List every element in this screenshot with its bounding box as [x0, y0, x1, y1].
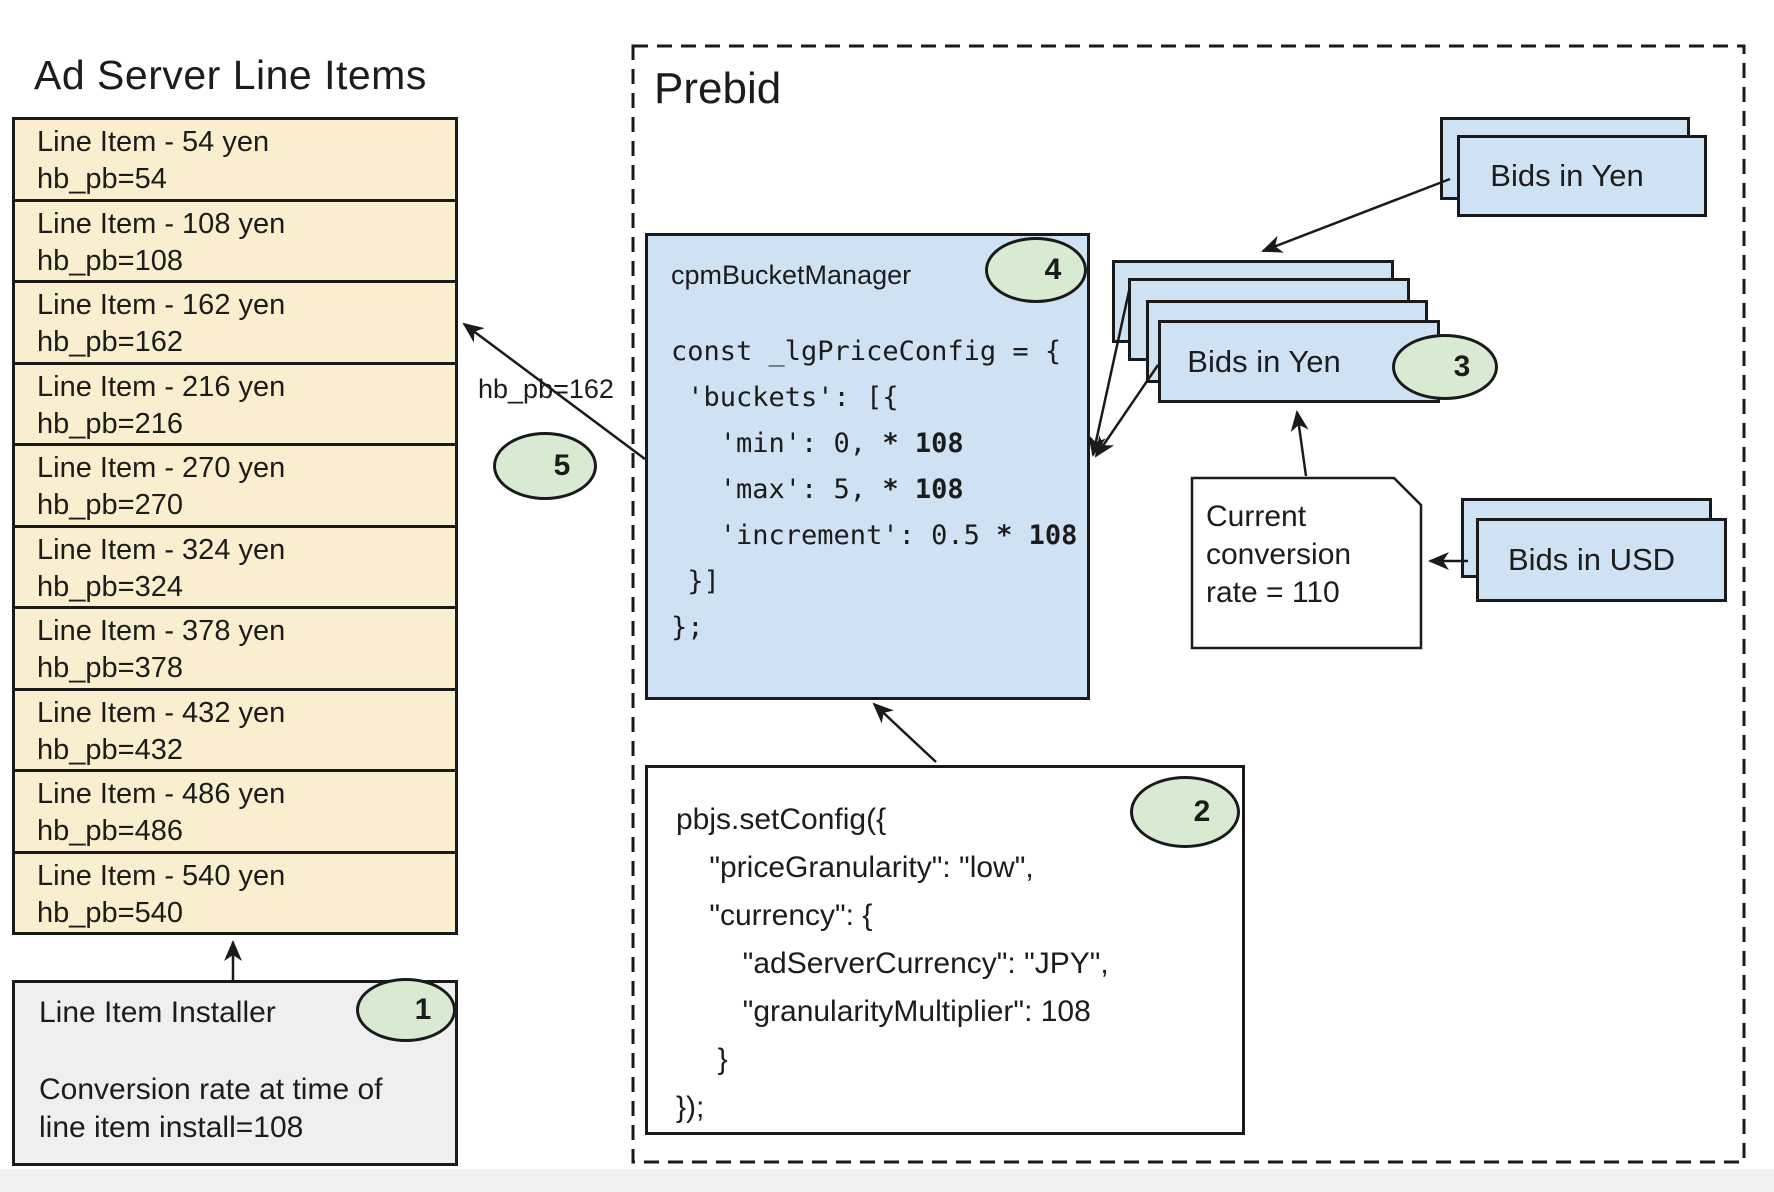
line-item-key: hb_pb=324 — [37, 570, 183, 603]
line-item-name: Line Item - 54 yen — [37, 126, 270, 158]
step-badge-3: 3 — [1392, 334, 1498, 400]
line-item-row: Line Item - 486 yen hb_pb=486 — [15, 772, 455, 854]
line-item-row: Line Item - 270 yen hb_pb=270 — [15, 446, 455, 528]
line-item-name: Line Item - 108 yen — [37, 207, 286, 240]
line-item-name: Line Item - 324 yen — [37, 533, 286, 566]
step-badge-2: 2 — [1130, 776, 1240, 848]
line-item-row: Line Item - 162 yen hb_pb=162 — [15, 283, 455, 365]
line-item-row: Line Item - 54 yen hb_pb=54 — [15, 120, 455, 202]
installer-note-line1: Conversion rate at time of — [39, 1073, 383, 1106]
line-item-row: Line Item - 108 yen hb_pb=108 — [15, 202, 455, 283]
line-item-row: Line Item - 540 yen hb_pb=540 — [15, 854, 455, 933]
line-item-name: Line Item - 486 yen — [37, 778, 286, 810]
code-line: "adServerCurrency": "JPY", — [676, 947, 1109, 980]
bids-in-yen-incoming-card: Bids in Yen — [1457, 135, 1707, 217]
line-item-key: hb_pb=540 — [37, 896, 183, 929]
conversion-note-line1: Current — [1206, 500, 1307, 533]
code-line: pbjs.setConfig({ — [676, 803, 887, 836]
line-item-name: Line Item - 540 yen — [37, 859, 286, 892]
cpm-bucket-manager-box: cpmBucketManager const _lgPriceConfig = … — [645, 233, 1090, 700]
code-line: } — [676, 1043, 728, 1076]
line-item-table: Line Item - 54 yen hb_pb=54 Line Item - … — [12, 117, 458, 935]
line-item-name: Line Item - 432 yen — [37, 696, 286, 729]
line-item-key: hb_pb=378 — [37, 652, 183, 684]
conversion-note-line3: rate = 110 — [1206, 576, 1340, 609]
bids-in-usd-card: Bids in USD — [1476, 518, 1727, 602]
cpm-bucket-manager-label: cpmBucketManager — [671, 260, 912, 290]
installer-note: Conversion rate at time of line item ins… — [39, 1071, 383, 1147]
conversion-note-text: Current conversion rate = 110 — [1206, 498, 1416, 612]
code-line: }; — [671, 612, 704, 643]
footer-strip — [0, 1169, 1774, 1192]
conversion-note-line2: conversion — [1206, 538, 1352, 571]
line-item-name: Line Item - 216 yen — [37, 370, 286, 403]
set-config-code: pbjs.setConfig({ "priceGranularity": "lo… — [676, 796, 1109, 1132]
line-item-row: Line Item - 324 yen hb_pb=324 — [15, 528, 455, 609]
hb-pb-arrow-label: hb_pb=162 — [478, 374, 614, 404]
code-line: 'max': 5, * 108 — [671, 474, 964, 505]
line-item-key: hb_pb=54 — [37, 163, 167, 195]
line-item-key: hb_pb=216 — [37, 407, 183, 440]
line-item-key: hb_pb=108 — [37, 244, 183, 277]
line-item-key: hb_pb=162 — [37, 326, 183, 358]
code-line: const _lgPriceConfig = { — [671, 336, 1062, 367]
line-item-key: hb_pb=270 — [37, 489, 183, 521]
step-badge-4: 4 — [985, 237, 1087, 303]
line-item-key: hb_pb=486 — [37, 815, 183, 847]
line-item-name: Line Item - 270 yen — [37, 452, 286, 484]
line-item-row: Line Item - 432 yen hb_pb=432 — [15, 691, 455, 772]
step-badge-5: 5 — [493, 432, 597, 500]
code-line: "priceGranularity": "low", — [676, 851, 1034, 884]
line-item-key: hb_pb=432 — [37, 733, 183, 766]
ad-server-title: Ad Server Line Items — [34, 52, 427, 98]
cpm-bucket-manager-code: const _lgPriceConfig = { 'buckets': [{ '… — [671, 329, 1077, 651]
arrow-yen-incoming-to-yen-stack — [1261, 177, 1451, 253]
arrow-note-to-yen-stack — [1290, 410, 1309, 477]
step-badge-1: 1 — [356, 978, 456, 1042]
code-line: "currency": { — [676, 899, 873, 932]
code-line: 'increment': 0.5 * 108 — [671, 520, 1078, 551]
line-item-row: Line Item - 216 yen hb_pb=216 — [15, 365, 455, 446]
code-line: 'min': 0, * 108 — [671, 428, 964, 459]
code-line: 'buckets': [{ — [671, 382, 899, 413]
line-item-name: Line Item - 378 yen — [37, 615, 286, 647]
code-line: }); — [676, 1091, 705, 1124]
line-item-name: Line Item - 162 yen — [37, 289, 286, 321]
code-line: }] — [671, 566, 720, 597]
line-item-row: Line Item - 378 yen hb_pb=378 — [15, 609, 455, 691]
installer-title: Line Item Installer — [39, 996, 276, 1029]
code-line: "granularityMultiplier": 108 — [676, 995, 1091, 1028]
installer-note-line2: line item install=108 — [39, 1111, 304, 1144]
arrow-setconfig-to-cpm — [872, 702, 937, 763]
prebid-title: Prebid — [654, 64, 782, 113]
